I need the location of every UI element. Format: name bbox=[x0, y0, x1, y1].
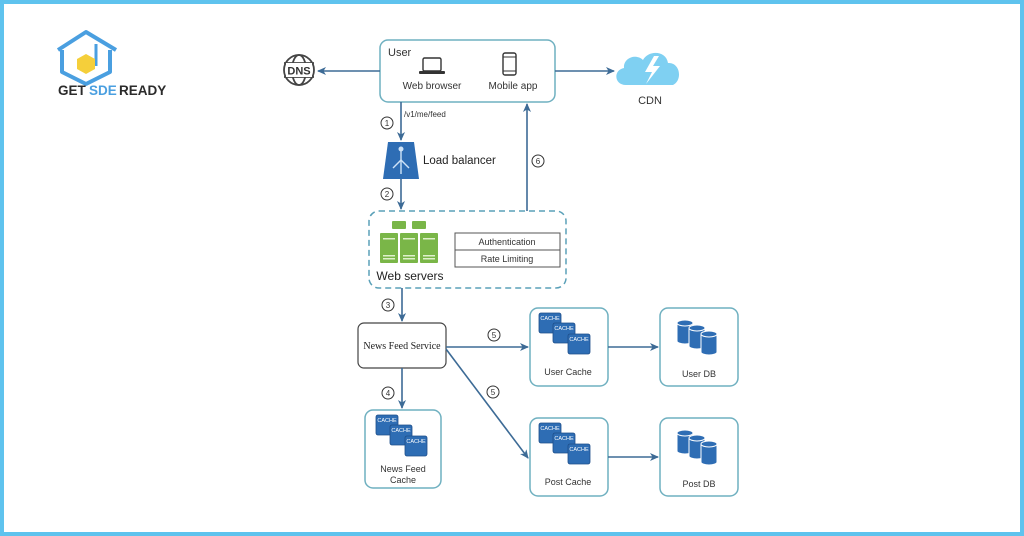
step-badge-5b: 5 bbox=[486, 385, 500, 399]
user-cache-label: User Cache bbox=[544, 367, 592, 377]
dns-node[interactable]: DNS bbox=[283, 54, 315, 86]
user-node[interactable]: User Web browser Mobile app bbox=[379, 39, 556, 103]
load-balancer-node[interactable]: Load balancer bbox=[383, 142, 496, 179]
svg-text:2: 2 bbox=[385, 190, 390, 199]
svg-text:5: 5 bbox=[492, 331, 497, 340]
cloud-lightning-icon bbox=[616, 52, 680, 85]
step-badge-1: 1 bbox=[380, 116, 394, 130]
rate-limiting-label: Rate Limiting bbox=[481, 254, 534, 264]
user-db-node[interactable]: User DB bbox=[659, 307, 739, 387]
svg-text:3: 3 bbox=[386, 301, 391, 310]
edge-service-to-post-cache bbox=[445, 348, 529, 459]
web-browser-label: Web browser bbox=[403, 81, 462, 92]
cache-tag: CACHE bbox=[554, 326, 574, 332]
svg-text:4: 4 bbox=[386, 389, 391, 398]
cache-tag: CACHE bbox=[554, 436, 574, 442]
svg-text:1: 1 bbox=[385, 119, 390, 128]
cache-tag: CACHE bbox=[569, 337, 589, 343]
logo-house-icon bbox=[56, 30, 118, 86]
cache-stack-icon: CACHE CACHE CACHE bbox=[375, 414, 428, 457]
news-feed-cache-label-line2: Cache bbox=[390, 475, 416, 485]
logo-word-sde: SDE bbox=[89, 83, 117, 98]
load-balancer-label: Load balancer bbox=[423, 155, 496, 167]
rate-limiting-module bbox=[454, 249, 561, 268]
logo-word-ready: READY bbox=[119, 83, 166, 98]
authentication-label: Authentication bbox=[478, 237, 535, 247]
request-path-label: /v1/me/feed bbox=[404, 110, 446, 119]
post-db-node[interactable]: Post DB bbox=[659, 417, 739, 497]
user-cache-node[interactable]: CACHE CACHE CACHE User Cache bbox=[529, 307, 609, 387]
cdn-node[interactable]: CDN bbox=[616, 52, 680, 107]
step-badge-5a: 5 bbox=[487, 328, 501, 342]
news-feed-cache-node[interactable]: CACHE CACHE CACHE News Feed Cache bbox=[364, 409, 442, 489]
cdn-label: CDN bbox=[638, 95, 662, 107]
cache-tag: CACHE bbox=[569, 447, 589, 453]
mobile-app-label: Mobile app bbox=[489, 81, 538, 92]
svg-text:5: 5 bbox=[491, 388, 496, 397]
cache-tag: CACHE bbox=[540, 316, 560, 322]
post-cache-label: Post Cache bbox=[545, 477, 592, 487]
svg-text:6: 6 bbox=[536, 157, 541, 166]
step-badge-3: 3 bbox=[381, 298, 395, 312]
logo: GET SDE READY bbox=[56, 30, 166, 98]
database-icon bbox=[676, 429, 718, 466]
database-icon bbox=[676, 319, 718, 356]
cache-tag: CACHE bbox=[391, 428, 411, 434]
laptop-icon bbox=[419, 57, 445, 74]
user-title: User bbox=[388, 47, 412, 59]
web-servers-label: Web servers bbox=[376, 269, 443, 283]
cache-stack-icon: CACHE CACHE CACHE bbox=[538, 312, 591, 355]
logo-word-get: GET bbox=[58, 83, 87, 98]
news-feed-cache-label-line1: News Feed bbox=[380, 464, 426, 474]
post-db-label: Post DB bbox=[682, 479, 715, 489]
news-feed-service-node[interactable]: News Feed Service bbox=[357, 322, 447, 369]
post-cache-node[interactable]: CACHE CACHE CACHE Post Cache bbox=[529, 417, 609, 497]
cache-tag: CACHE bbox=[377, 418, 397, 424]
server-rack-icon bbox=[380, 221, 438, 263]
mobile-phone-icon bbox=[502, 52, 517, 76]
web-servers-group[interactable]: Web servers Authentication Rate Limiting bbox=[368, 210, 567, 289]
news-feed-service-label: News Feed Service bbox=[363, 341, 441, 352]
step-badge-4: 4 bbox=[381, 386, 395, 400]
step-badge-6: 6 bbox=[531, 154, 545, 168]
cache-tag: CACHE bbox=[406, 439, 426, 445]
dns-label: DNS bbox=[287, 66, 310, 78]
step-badge-2: 2 bbox=[380, 187, 394, 201]
cache-stack-icon: CACHE CACHE CACHE bbox=[538, 422, 591, 465]
cache-tag: CACHE bbox=[540, 426, 560, 432]
user-db-label: User DB bbox=[682, 369, 716, 379]
